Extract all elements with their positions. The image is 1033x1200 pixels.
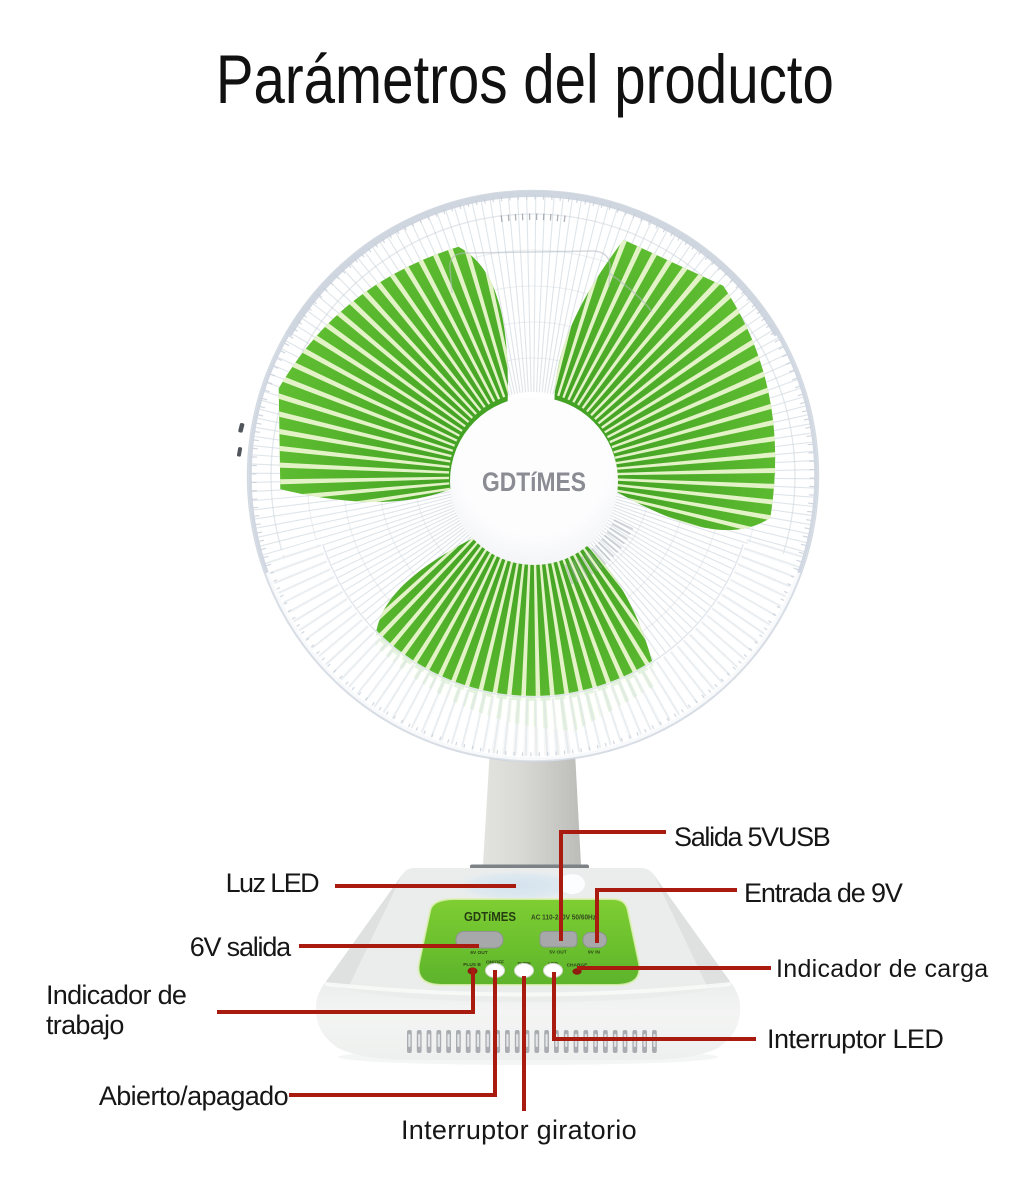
svg-text:CHARGE: CHARGE — [567, 963, 589, 969]
svg-text:5V OUT: 5V OUT — [549, 950, 566, 956]
svg-text:ON/OFF: ON/OFF — [486, 960, 504, 966]
svg-text:9V IN: 9V IN — [588, 950, 601, 956]
svg-text:6V OUT: 6V OUT — [470, 950, 487, 956]
svg-text:GDTíMES: GDTíMES — [464, 909, 516, 924]
svg-text:AC 110-240V 50/60Hz: AC 110-240V 50/60Hz — [531, 913, 596, 922]
svg-text:PLUS B: PLUS B — [463, 962, 481, 968]
svg-text:GDTíMES: GDTíMES — [482, 467, 586, 497]
